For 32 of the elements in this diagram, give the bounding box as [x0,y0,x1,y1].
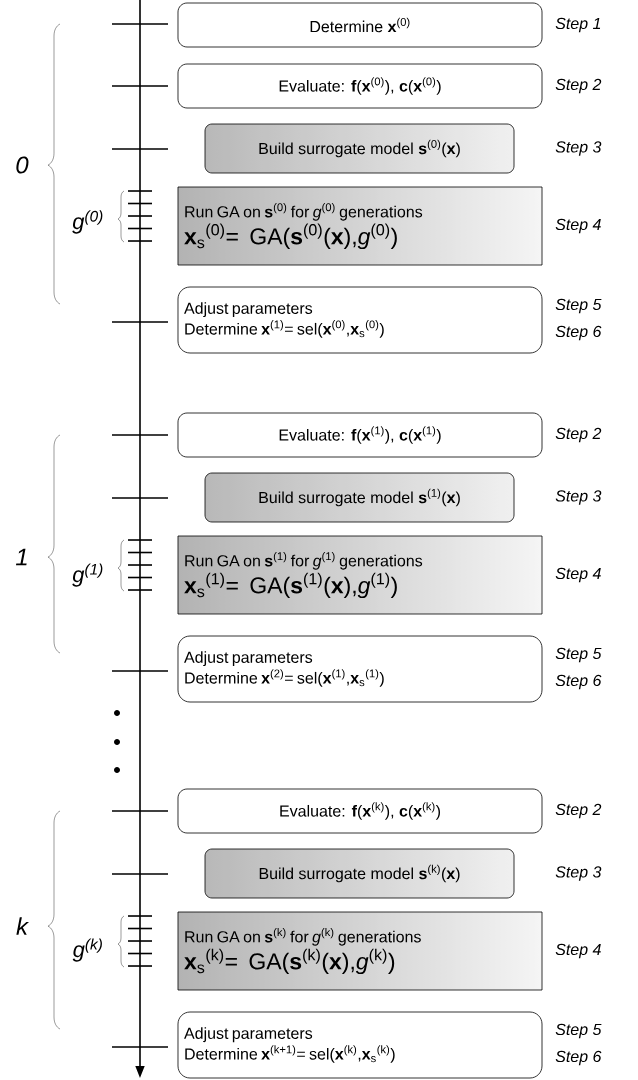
process-box: Evaluate: f(x$^{(0)}$), c(x$^{(0)}$) [177,63,543,109]
generation-label: g$^{(1)}$ [72,563,103,587]
process-box: Determine x$^{(0)}$ [177,2,543,48]
step-label: Step 5 [555,298,602,314]
step-label: Step 6 [555,325,602,341]
process-box: Adjust parameters Determine x$^{(1)}$= sel(x$^{(0)}$,x$_{s}$$^{(0)}$) [177,286,543,354]
iteration-label: 1 [15,548,27,566]
step-label: Step 4 [555,943,601,959]
step-label: Step 3 [555,866,602,881]
iteration-label: k [16,917,29,935]
step-label: Step 5 [555,1023,602,1039]
step-label: Step 4 [555,218,601,234]
step-label: Step 1 [555,17,601,33]
step-label: Step 4 [555,567,601,583]
step-label: Step 2 [555,78,602,94]
process-box: Build surrogate model s$^{(k)}$(x) [204,848,515,899]
generation-label: g$^{(0)}$ [72,210,103,234]
step-label: Step 6 [555,1050,602,1066]
iteration-label: 0 [16,156,29,174]
step-label: Step 2 [555,803,602,819]
process-box: Evaluate: f(x$^{(1)}$), c(x$^{(1)}$) [177,412,543,458]
generation-label: g$^{(k)}$ [72,938,102,962]
step-label: Step 5 [555,647,602,663]
process-box: Adjust parameters Determine x$^{(2)}$= sel(x$^{(1)}$,x$_{s}$$^{(1)}$) [177,635,543,703]
process-box: Adjust parameters Determine x$^{(k+1)}$= sel(x$^{(k)}$,x$_{s}$$^{(k)}$) [177,1011,543,1079]
step-label: Step 2 [555,427,602,443]
step-label: Step 3 [555,490,602,505]
process-box: Build surrogate model s$^{(0)}$(x) [204,123,515,174]
process-box: Evaluate: f(x$^{(k)}$), c(x$^{(k)}$) [177,788,543,834]
step-label: Step 6 [555,674,602,690]
process-box: Build surrogate model s$^{(1)}$(x) [204,472,515,523]
step-label: Step 3 [555,141,602,156]
